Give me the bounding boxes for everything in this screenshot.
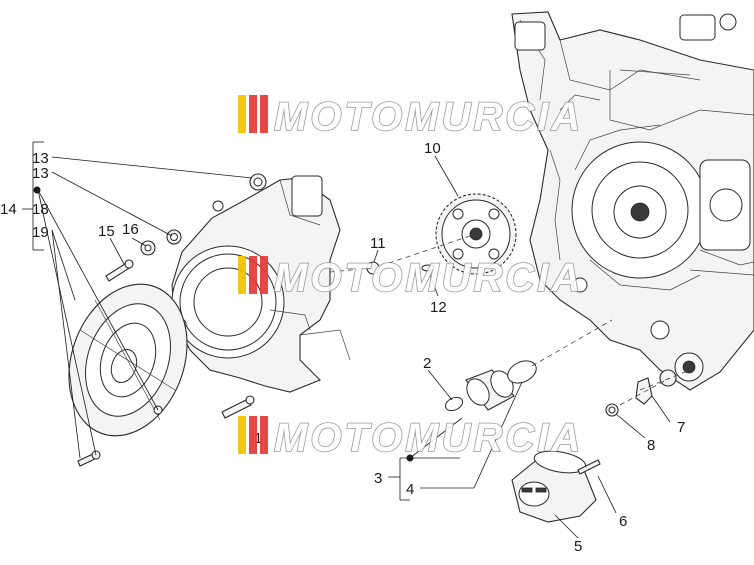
- wm-stripe-red-1: [249, 95, 257, 133]
- pressure-switch: [635, 369, 677, 405]
- callout-15: 15: [98, 223, 115, 240]
- watermark-stripes: [238, 256, 268, 294]
- bullet-dot-14: [33, 186, 41, 194]
- fan-cover: [68, 283, 188, 437]
- callout-13-lower: 13: [32, 165, 49, 182]
- callout-18: 18: [32, 201, 49, 218]
- callout-13-upper: 13: [32, 150, 49, 167]
- watermark-stripes: [238, 416, 268, 454]
- callout-8: 8: [647, 437, 655, 454]
- callout-1: 1: [254, 430, 262, 447]
- callout-2: 2: [423, 355, 431, 372]
- callout-10: 10: [424, 140, 441, 157]
- callout-5: 5: [574, 538, 582, 555]
- callout-16: 16: [122, 221, 139, 238]
- callout-12: 12: [430, 299, 447, 316]
- leader-lines: [22, 141, 671, 539]
- watermark-bottom: MOTOMURCIA: [238, 415, 583, 461]
- wm-stripe-yellow: [238, 416, 246, 454]
- watermark-text-middle: MOTOMURCIA: [274, 256, 583, 300]
- watermark-text-bottom: MOTOMURCIA: [274, 416, 583, 460]
- screw-and-washer: [105, 240, 156, 282]
- oil-filter-canister: [511, 450, 597, 523]
- wm-stripe-yellow: [238, 256, 246, 294]
- wm-stripe-red-1: [249, 416, 257, 454]
- watermark-top: MOTOMURCIA: [238, 94, 583, 140]
- long-screw: [77, 450, 101, 467]
- callout-6: 6: [619, 513, 627, 530]
- filter-stud: [577, 459, 601, 475]
- screw-1: [221, 395, 255, 419]
- bolts-13: [166, 173, 267, 245]
- engine-crankcase: [511, 11, 754, 391]
- wm-stripe-red-2: [260, 416, 268, 454]
- callout-11: 11: [370, 235, 386, 252]
- wm-stripe-red-1: [249, 256, 257, 294]
- wm-stripe-red-2: [260, 256, 268, 294]
- watermark-middle: MOTOMURCIA: [238, 255, 583, 301]
- watermark-text-top: MOTOMURCIA: [274, 95, 583, 139]
- callout-7: 7: [677, 419, 685, 436]
- drain-plug: [605, 403, 619, 417]
- pin-and-shim: [366, 261, 435, 275]
- wm-stripe-yellow: [238, 95, 246, 133]
- oil-strainer-assembly: [444, 360, 537, 412]
- assembly-axes: [329, 233, 691, 406]
- callout-3: 3: [374, 470, 382, 487]
- callout-4: 4: [406, 481, 414, 498]
- callout-14: 14: [0, 201, 17, 218]
- callout-19: 19: [32, 224, 49, 241]
- watermark-stripes: [238, 95, 268, 133]
- callout-labels: 13 13 14 18 19 15 16 10 11 12 2 3 4 5 6 …: [0, 140, 685, 555]
- bullet-dot-3: [406, 454, 414, 462]
- wm-stripe-red-2: [260, 95, 268, 133]
